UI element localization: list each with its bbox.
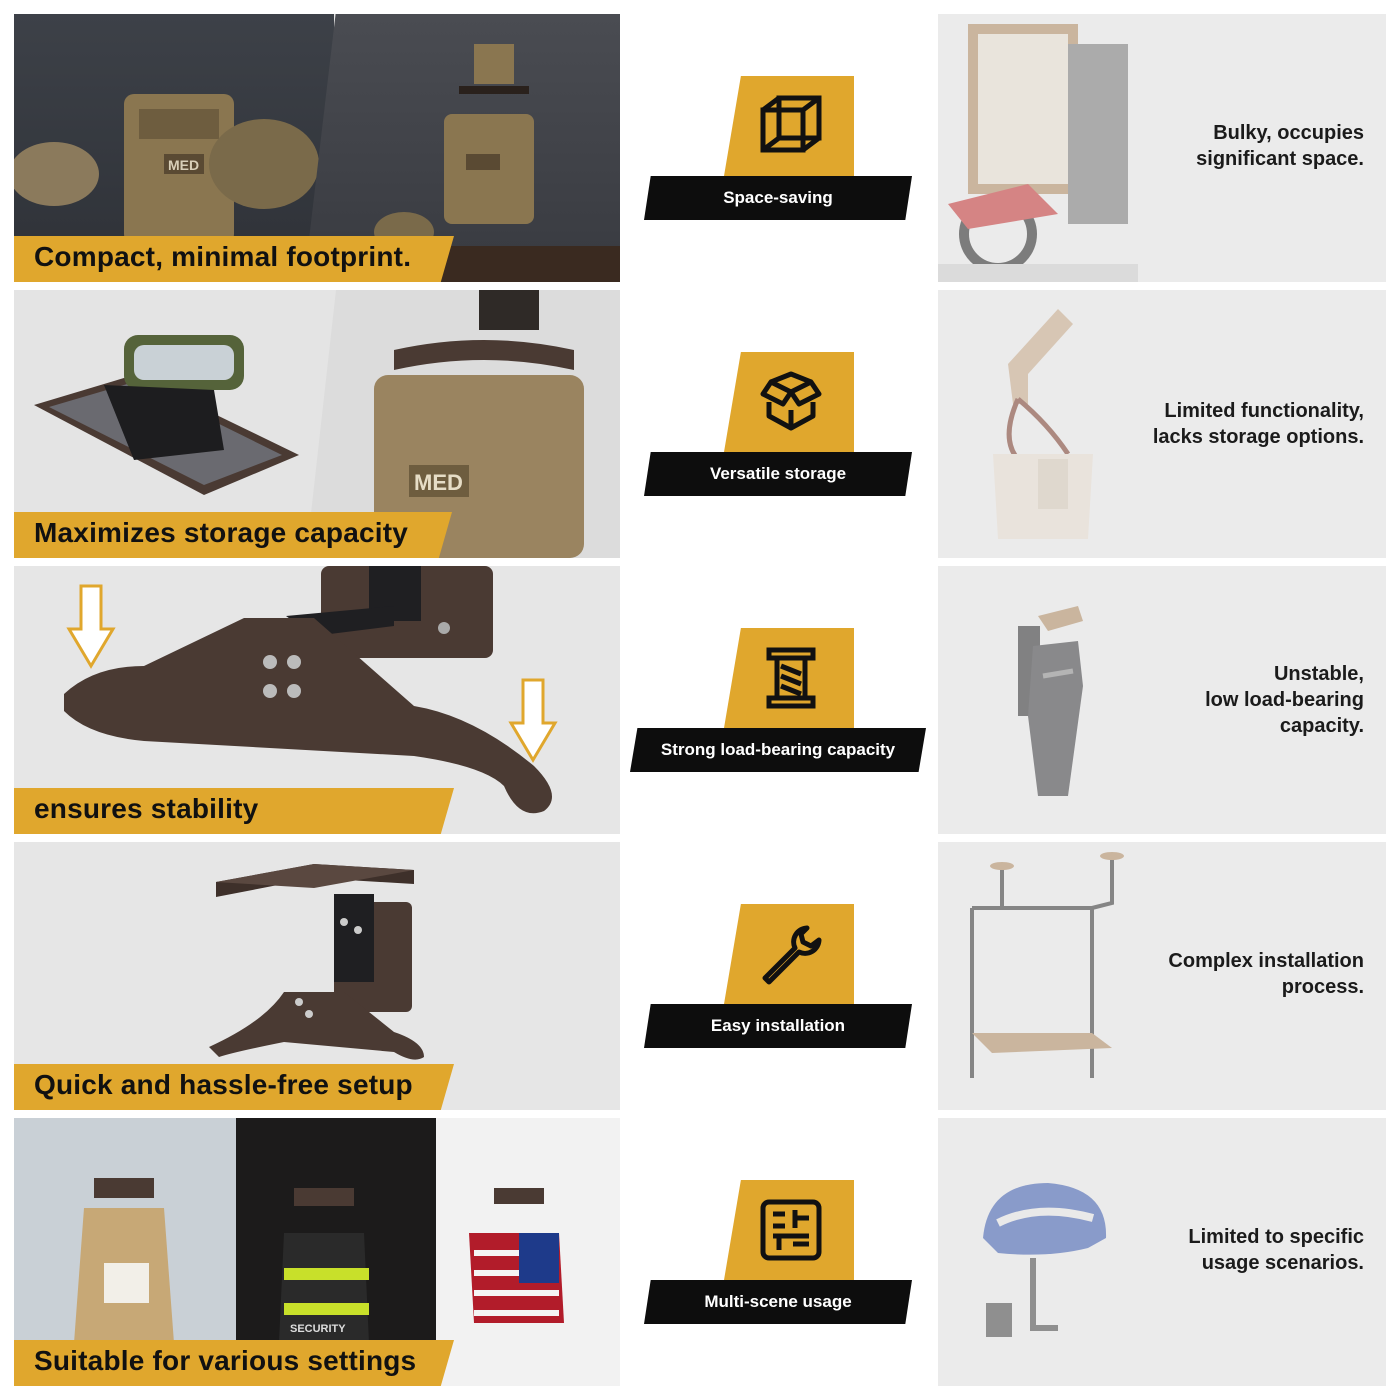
- feature-label-banner: Space-saving: [644, 176, 912, 220]
- feature-label-banner: Multi-scene usage: [644, 1280, 912, 1324]
- feature-label: Space-saving: [723, 188, 833, 207]
- garage-rack-image: [938, 24, 1138, 282]
- feature-label-banner: Easy installation: [644, 1004, 912, 1048]
- left-caption: Suitable for various settings: [34, 1345, 417, 1376]
- left-caption-banner: ensures stability: [14, 788, 454, 834]
- left-caption: Compact, minimal footprint.: [34, 241, 412, 272]
- drawback-line: capacity.: [1279, 715, 1364, 737]
- product-photo-panel: Quick and hassle-free setup: [14, 842, 620, 1110]
- vest-patch-text: MED: [168, 157, 199, 173]
- competitor-drawback: Bulky, occupies significant space.: [1196, 120, 1364, 172]
- feature-badge: Space-saving: [620, 14, 938, 282]
- left-caption: Maximizes storage capacity: [34, 517, 409, 548]
- competitor-panel: Limited to specific usage scenarios.: [938, 1118, 1386, 1386]
- helmet-wall-holder-image: [983, 1183, 1107, 1337]
- wrench-icon: [762, 925, 822, 985]
- feature-label: Versatile storage: [709, 464, 847, 483]
- competitor-drawback: Limited functionality, lacks storage opt…: [1153, 398, 1364, 450]
- open-box-icon: [760, 371, 822, 431]
- competitor-drawback: Complex installation process.: [1168, 948, 1364, 1000]
- drawback-line: Limited functionality,: [1164, 400, 1364, 422]
- competitor-panel: Bulky, occupies significant space.: [938, 14, 1386, 282]
- drawback-line: low load-bearing: [1205, 689, 1364, 711]
- feature-label-banner: Strong load-bearing capacity: [630, 728, 926, 772]
- feature-label: Multi-scene usage: [704, 1292, 852, 1311]
- drawback-line: Unstable,: [1273, 663, 1364, 685]
- feature-badge: Easy installation: [620, 842, 938, 1110]
- competitor-panel: Unstable, low load-bearing capacity.: [938, 566, 1386, 834]
- drawback-line: process.: [1281, 976, 1364, 998]
- drawback-line: Bulky, occupies: [1213, 122, 1364, 144]
- left-caption-banner: Suitable for various settings: [14, 1340, 454, 1386]
- wooden-bracket-image: [64, 566, 552, 814]
- vest-patch-text: MED: [414, 470, 463, 495]
- left-caption-banner: Quick and hassle-free setup: [14, 1064, 454, 1110]
- competitor-panel: Complex installation process.: [938, 842, 1386, 1110]
- left-caption-banner: Compact, minimal footprint.: [14, 236, 454, 282]
- cube-icon: [760, 95, 822, 153]
- comparison-row-storage: MED Maximizes storage capacity Versatile…: [0, 290, 1400, 560]
- competitor-drawback: Limited to specific usage scenarios.: [1188, 1224, 1364, 1276]
- drawback-line: Limited to specific: [1188, 1226, 1364, 1248]
- drawback-line: Complex installation: [1168, 950, 1364, 972]
- full-product-photo: [14, 842, 620, 1110]
- left-caption-banner: Maximizes storage capacity: [14, 512, 452, 558]
- comparison-row-multi-scene: SECURITY Suitable for various settings: [0, 1118, 1400, 1388]
- feature-label: Strong load-bearing capacity: [660, 740, 896, 759]
- spool-pillar-icon: [766, 647, 816, 709]
- left-caption: ensures stability: [34, 793, 259, 824]
- drawback-line: significant space.: [1196, 148, 1364, 170]
- drawback-line: lacks storage options.: [1152, 426, 1364, 448]
- feature-icon-tile: [724, 1180, 854, 1280]
- product-photo-panel: MED Maximizes storage capacity: [14, 290, 620, 558]
- metal-coat-rack-bench-image: [970, 852, 1124, 1078]
- security-patch-text: SECURITY: [290, 1323, 346, 1335]
- multi-scene-grid-icon: [760, 1199, 822, 1261]
- comparison-row-space: MED Compact, minimal footprint.: [0, 14, 1400, 284]
- product-photo-panel: ensures stability: [14, 566, 620, 834]
- feature-label-banner: Versatile storage: [644, 452, 912, 496]
- comparison-row-installation: Quick and hassle-free setup Easy install…: [0, 842, 1400, 1112]
- feature-badge: Strong load-bearing capacity: [620, 566, 938, 834]
- feature-icon-tile: [724, 76, 854, 176]
- feature-label: Easy installation: [710, 1016, 846, 1035]
- down-arrow-icon: [508, 678, 558, 763]
- drawback-line: usage scenarios.: [1201, 1252, 1364, 1274]
- product-photo-panel: SECURITY Suitable for various settings: [14, 1118, 620, 1386]
- shelf-bracket-assembly-image: [209, 864, 424, 1060]
- product-photo-panel: MED Compact, minimal footprint.: [14, 14, 620, 282]
- vest-on-floor-photo: MED: [14, 14, 334, 282]
- feature-icon-tile: [724, 352, 854, 452]
- competitor-drawback: Unstable, low load-bearing capacity.: [1205, 661, 1364, 739]
- competitor-panel: Limited functionality, lacks storage opt…: [938, 290, 1386, 558]
- feature-badge: Multi-scene usage: [620, 1118, 938, 1386]
- left-caption: Quick and hassle-free setup: [34, 1069, 413, 1100]
- wall-hook-with-bag-image: [993, 309, 1093, 539]
- glove-holder-image: [1018, 606, 1083, 796]
- feature-icon-tile: [724, 628, 854, 728]
- comparison-row-stability: ensures stability Strong load-bearing ca…: [0, 566, 1400, 836]
- feature-icon-tile: [724, 904, 854, 1004]
- feature-badge: Versatile storage: [620, 290, 938, 558]
- down-arrow-icon: [66, 584, 116, 669]
